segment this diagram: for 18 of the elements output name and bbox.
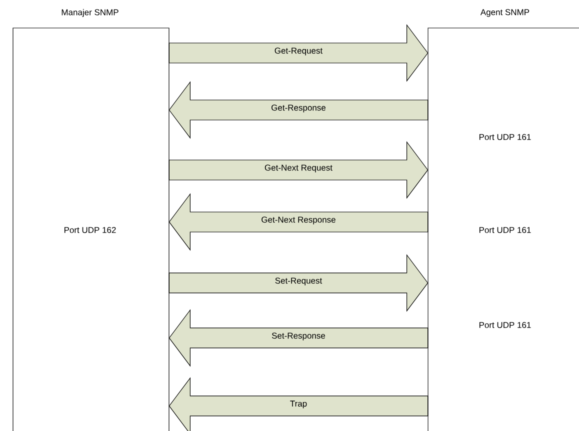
block-arrow — [168, 254, 428, 312]
block-arrow — [168, 309, 428, 367]
port-label: Port UDP 161 — [479, 134, 531, 140]
block-arrow — [168, 81, 428, 139]
block-arrow — [168, 24, 428, 82]
block-arrow — [168, 377, 428, 431]
edge-label: Get-Response — [270, 104, 327, 114]
edge-label: Set-Request — [274, 276, 324, 286]
edge-label: Get-Next Request — [264, 164, 334, 174]
heading: Manajer SNMP — [62, 9, 118, 17]
port-label: Port UDP 161 — [479, 226, 531, 233]
edge-label: Set-Response — [270, 332, 326, 342]
port-label: Port UDP 162 — [64, 226, 116, 233]
edge-label: Trap — [288, 400, 308, 410]
edge-label: Get-Request — [273, 46, 324, 56]
port-label: Port UDP 161 — [479, 322, 531, 328]
heading: Agent SNMP — [480, 9, 530, 17]
edge-label: Get-Next Response — [260, 216, 337, 226]
